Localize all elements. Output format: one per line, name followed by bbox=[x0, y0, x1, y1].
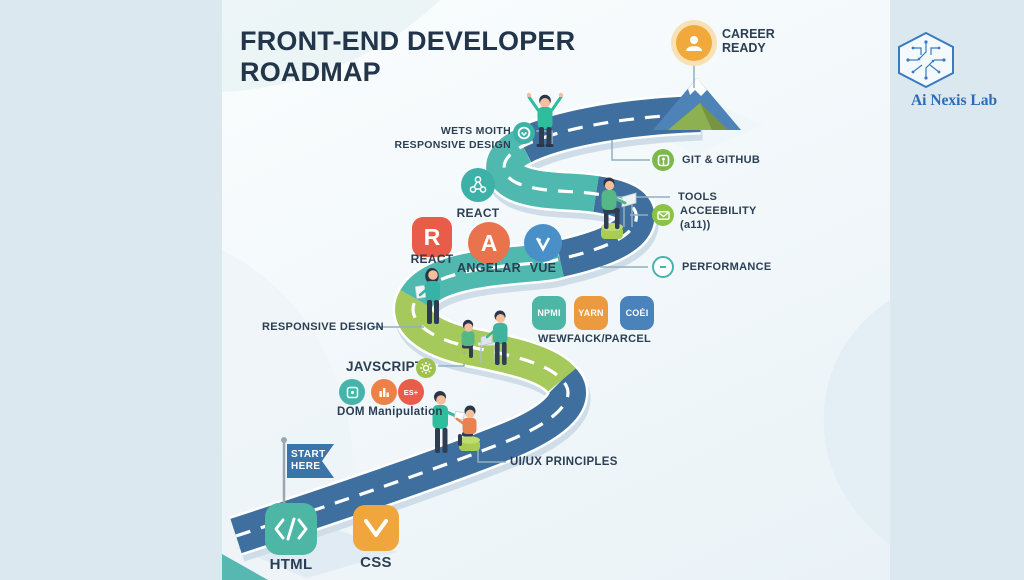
milestone-vue-label: VUE bbox=[529, 261, 557, 275]
career-ready-label: CAREER READY bbox=[722, 27, 775, 56]
milestone-uiux-label: UI/UX PRINCIPLES bbox=[510, 456, 618, 468]
character-desk-pair bbox=[459, 310, 508, 365]
milestone-git-github-label: GIT & GITHUB bbox=[682, 154, 761, 166]
atom-molecule-icon bbox=[461, 168, 495, 202]
bg-wave-right bbox=[823, 300, 890, 545]
character-laptop-man bbox=[601, 177, 637, 239]
circuit-hexagon-icon bbox=[898, 31, 954, 89]
milestone-performance-label: PERFORMANCE bbox=[682, 261, 772, 273]
page-title: FRONT-END DEVELOPER ROADMAP bbox=[240, 26, 576, 88]
accessibility-line2: (a11)) bbox=[680, 218, 711, 231]
milestone-bundlers-label: WEWFAICK/PARCEL bbox=[537, 333, 652, 345]
yarn-badge: YARN bbox=[574, 296, 608, 330]
accessibility-line1: ACCEEBILITY bbox=[680, 205, 757, 217]
road-centerline bbox=[235, 112, 701, 538]
angular-letter: A bbox=[480, 229, 498, 256]
css-chevron-icon bbox=[353, 505, 399, 551]
milestone-javascript-label: JAVSCRIPT bbox=[346, 359, 424, 374]
milestone-angular-label: ANGELAR bbox=[457, 261, 521, 275]
npm-badge: NPMI bbox=[532, 296, 566, 330]
character-tablet-woman bbox=[414, 268, 440, 324]
milestone-react-label: REACT bbox=[410, 252, 454, 266]
character-bottom-pair bbox=[432, 391, 480, 453]
envelope-icon bbox=[652, 204, 674, 226]
milestone-css-label: CSS bbox=[360, 554, 392, 571]
gear-icon bbox=[416, 358, 436, 378]
start-here-label: START HERE bbox=[291, 449, 326, 472]
bars-icon bbox=[371, 379, 397, 405]
milestone-react-pkg-label: REACT bbox=[456, 206, 500, 220]
angular-a-icon: A bbox=[468, 222, 510, 264]
vue-v-icon bbox=[524, 224, 562, 262]
milestone-html-label: HTML bbox=[269, 556, 313, 573]
mountain-icon bbox=[653, 78, 741, 130]
career-ready-halo bbox=[671, 20, 717, 66]
react-r-badge-icon: R bbox=[412, 217, 452, 257]
react-r-letter: R bbox=[423, 223, 441, 250]
github-icon bbox=[652, 149, 674, 171]
coei-badge: COĖI bbox=[620, 296, 654, 330]
career-ready-person-icon bbox=[676, 25, 712, 61]
html-code-icon bbox=[265, 503, 317, 555]
milestone-responsive-label: RESPONSIVE DESIGN bbox=[262, 321, 384, 333]
es-plus-icon: ES+ bbox=[398, 379, 424, 405]
milestone-wets-moith-label: WETS MOITH RESPONSIVE DESIGN bbox=[394, 125, 511, 152]
camera-frame-icon bbox=[339, 379, 365, 405]
milestone-tools-label: TOOLS bbox=[678, 191, 718, 203]
milestone-dom-label: DOM Manipulation bbox=[337, 406, 443, 418]
brand-logo: Ai Nexis Lab bbox=[893, 30, 1015, 110]
target-check-icon bbox=[513, 122, 535, 144]
gauge-icon bbox=[652, 256, 674, 278]
character-celebrating-man bbox=[526, 92, 564, 147]
bg-wave-top bbox=[222, 0, 440, 92]
corner-accent bbox=[222, 554, 268, 580]
milestone-accessibility-label: ACCEEBILITY (a11)) bbox=[680, 205, 770, 233]
brand-name: Ai Nexis Lab bbox=[910, 92, 998, 109]
